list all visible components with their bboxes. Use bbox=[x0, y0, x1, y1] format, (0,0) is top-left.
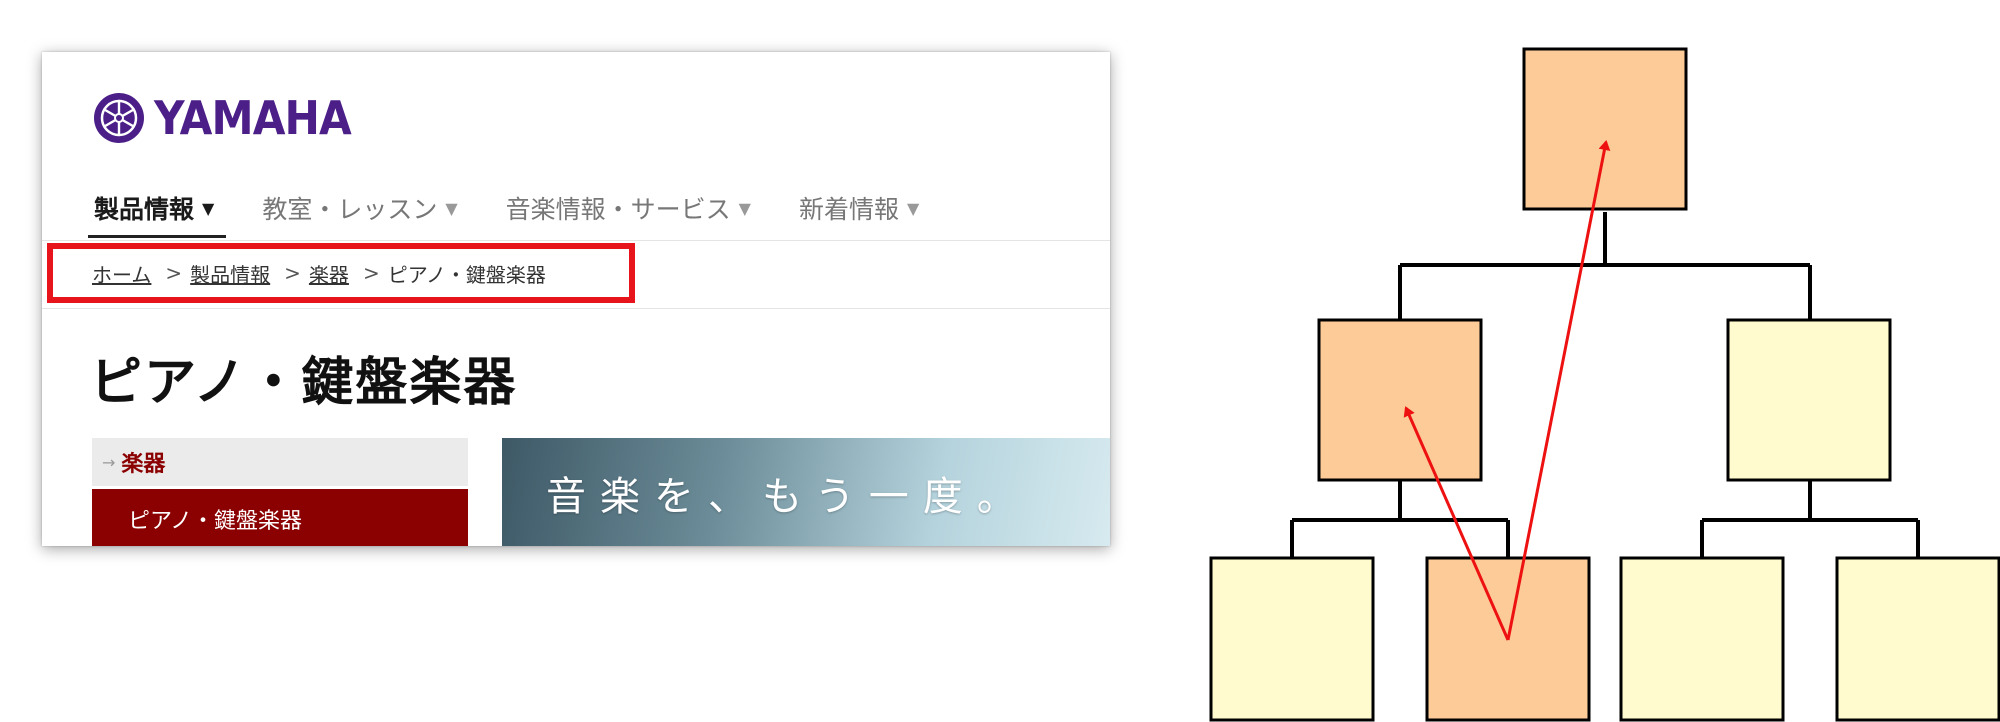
tree-node-mid-left bbox=[1317, 318, 1483, 482]
breadcrumb-divider bbox=[42, 308, 1110, 309]
tree-node-mid-right bbox=[1726, 318, 1892, 482]
page-title: ピアノ・鍵盤楽器 bbox=[90, 353, 518, 413]
breadcrumb-current: ピアノ・鍵盤楽器 bbox=[387, 262, 546, 287]
chevron-down-icon: ▼ bbox=[202, 198, 215, 218]
nav-item-music-info[interactable]: 音楽情報・サービス ▼ bbox=[506, 184, 751, 232]
yamaha-tuning-fork-emblem-icon bbox=[94, 93, 144, 143]
nav-item-label: 製品情報 bbox=[94, 195, 195, 224]
connector-mid-right bbox=[1700, 480, 1920, 558]
tree-connectors bbox=[1290, 212, 1920, 558]
sidebar-item-piano-keyboard[interactable]: ピアノ・鍵盤楽器 bbox=[92, 489, 468, 546]
banner-text: 音楽を、もう一度。 bbox=[546, 474, 1031, 520]
tree-node-leaf-3 bbox=[1619, 556, 1785, 722]
brand-name: YAMAHA bbox=[154, 91, 352, 145]
tree-diagram bbox=[1209, 47, 2000, 722]
tree-node-leaf-4 bbox=[1835, 556, 2000, 722]
breadcrumb-separator: > bbox=[362, 261, 380, 285]
breadcrumb-link-products[interactable]: 製品情報 bbox=[190, 262, 271, 287]
tree-node-leaf-1 bbox=[1209, 556, 1375, 722]
nav-divider bbox=[42, 240, 1110, 241]
connector-mid-left bbox=[1290, 480, 1510, 558]
breadcrumb-link-instruments[interactable]: 楽器 bbox=[308, 262, 349, 287]
breadcrumb-link-home[interactable]: ホーム bbox=[92, 262, 152, 287]
nav-item-lessons[interactable]: 教室・レッスン ▼ bbox=[262, 184, 457, 232]
tree-node-root bbox=[1522, 47, 1688, 211]
main-nav: 製品情報 ▼ 教室・レッスン ▼ 音楽情報・サービス ▼ 新着情報 ▼ bbox=[87, 184, 967, 238]
breadcrumb-highlight-box bbox=[47, 243, 635, 303]
arrow-to-mid-left bbox=[1403, 406, 1510, 641]
connector-root bbox=[1398, 212, 1812, 320]
hero-banner[interactable]: 音楽を、もう一度。 bbox=[502, 438, 1110, 546]
nav-item-label: 教室・レッスン bbox=[262, 195, 438, 224]
nav-item-label: 音楽情報・サービス bbox=[505, 195, 731, 224]
arrow-to-root bbox=[1506, 140, 1611, 641]
breadcrumb-separator: > bbox=[284, 261, 301, 285]
nav-item-label: 新着情報 bbox=[798, 195, 899, 224]
chevron-down-icon: ▼ bbox=[907, 198, 920, 218]
arrow-right-icon: → bbox=[102, 452, 116, 472]
chevron-down-icon: ▼ bbox=[738, 198, 751, 218]
sidebar-heading[interactable]: → 楽器 bbox=[92, 438, 468, 486]
chevron-down-icon: ▼ bbox=[445, 198, 458, 218]
breadcrumb-separator: > bbox=[165, 261, 183, 285]
website-screenshot: YAMAHA 製品情報 ▼ 教室・レッスン ▼ 音楽情報・サービス ▼ 新着情報… bbox=[42, 52, 1110, 546]
breadcrumb: ホーム > 製品情報 > 楽器 > ピアノ・鍵盤楽器 bbox=[92, 257, 546, 289]
sidebar-heading-label: 楽器 bbox=[121, 452, 166, 477]
nav-item-products[interactable]: 製品情報 ▼ bbox=[87, 184, 227, 238]
nav-item-news[interactable]: 新着情報 ▼ bbox=[799, 184, 919, 232]
yamaha-logo[interactable]: YAMAHA bbox=[92, 88, 368, 148]
